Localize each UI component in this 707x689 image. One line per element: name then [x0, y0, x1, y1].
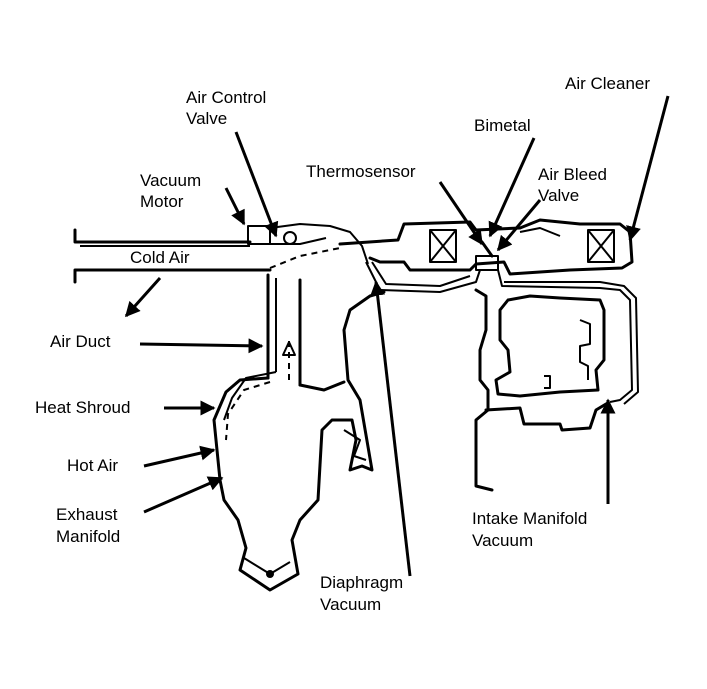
label-intake-manifold-vacuum-1: Intake Manifold	[472, 509, 587, 528]
label-hot-air: Hot Air	[67, 456, 118, 475]
label-diaphragm-vacuum-2: Vacuum	[320, 595, 381, 614]
label-intake-manifold-vacuum-2: Vacuum	[472, 531, 533, 550]
labels: Air Control Valve Air Cleaner Bimetal Th…	[35, 74, 650, 614]
label-cold-air: Cold Air	[130, 248, 190, 267]
label-air-bleed-valve-2: Valve	[538, 186, 579, 205]
leader-arrows	[124, 95, 670, 577]
label-exhaust-manifold-1: Exhaust	[56, 505, 118, 524]
label-air-duct: Air Duct	[50, 332, 111, 351]
label-heat-shroud: Heat Shroud	[35, 398, 130, 417]
vacuum-motor-drawing	[247, 223, 369, 269]
label-vacuum-motor-1: Vacuum	[140, 171, 201, 190]
label-air-control-valve-2: Valve	[186, 109, 227, 128]
label-exhaust-manifold-2: Manifold	[56, 527, 120, 546]
air-duct-drawing	[73, 228, 302, 387]
label-bimetal: Bimetal	[474, 116, 531, 135]
label-thermosensor: Thermosensor	[306, 162, 416, 181]
air-cleaner-drawing	[338, 218, 634, 276]
label-vacuum-motor-2: Motor	[140, 192, 184, 211]
label-air-bleed-valve-1: Air Bleed	[538, 165, 607, 184]
label-air-control-valve-1: Air Control	[186, 88, 266, 107]
label-diaphragm-vacuum-1: Diaphragm	[320, 573, 403, 592]
label-air-cleaner: Air Cleaner	[565, 74, 650, 93]
intake-manifold-drawing	[474, 288, 608, 492]
